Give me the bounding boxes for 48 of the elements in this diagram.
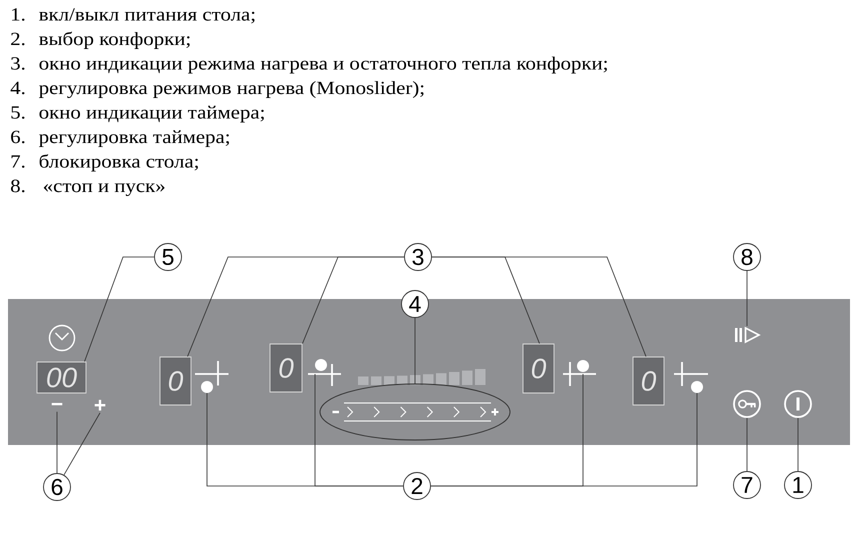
list-item: выбор конфорки;	[39, 32, 190, 49]
list-item: окно индикации режима нагрева и остаточного тепла конфорки;	[40, 56, 607, 74]
key-icon	[733, 390, 761, 418]
leader-line	[302, 256, 404, 344]
item-number: 7.	[12, 155, 24, 168]
leader-line	[430, 392, 698, 486]
list-item: окно индикации таймера;	[40, 106, 264, 122]
power-icon	[784, 390, 812, 418]
leader-line	[56, 411, 58, 474]
digit-display: 0	[632, 356, 664, 406]
item-number: 8.	[11, 180, 24, 192]
callout-number: 3	[404, 243, 432, 271]
list-item: регулировка режимов нагрева (Monoslider);	[39, 81, 424, 98]
callout-number: 5	[154, 243, 182, 271]
item-number: 4.	[10, 82, 24, 94]
callout-number: 2	[403, 472, 431, 500]
list-item: вкл/выкл питания стола;	[39, 8, 254, 24]
callout-number: 7	[733, 471, 761, 499]
plus-sign: +	[94, 400, 106, 411]
item-number: 1.	[12, 8, 24, 21]
digit-display: 0	[160, 356, 192, 406]
leader-line	[432, 256, 646, 357]
cooking-zone-icon	[674, 362, 708, 393]
list-item: регулировка таймера;	[39, 130, 229, 148]
callout-number: 8	[733, 243, 761, 271]
slider-control	[320, 384, 510, 440]
leader-line	[84, 256, 154, 362]
callout-number: 1	[784, 471, 812, 499]
list-item: «стоп и пуск»	[44, 183, 164, 196]
list-item: блокировка стола;	[40, 154, 198, 172]
callout-number: 4	[401, 290, 429, 318]
digit-display: 0	[522, 344, 554, 394]
item-number: 3.	[11, 57, 24, 70]
cooking-zone-icon	[563, 360, 596, 386]
cooking-zone-icon	[195, 361, 228, 393]
callout-number: 6	[43, 473, 71, 501]
leader-line	[746, 418, 748, 472]
item-number: 5.	[11, 106, 24, 119]
item-number: 2.	[11, 32, 24, 46]
item-number: 6.	[11, 130, 24, 144]
minus-sign: −	[52, 402, 62, 406]
cooking-zone-icon	[308, 359, 341, 386]
leader-line	[314, 374, 404, 486]
leader-line	[414, 318, 416, 384]
digit-display: 00	[36, 362, 86, 394]
leader-line	[746, 270, 748, 326]
leader-line	[64, 412, 100, 476]
digit-display: 0	[270, 344, 302, 392]
